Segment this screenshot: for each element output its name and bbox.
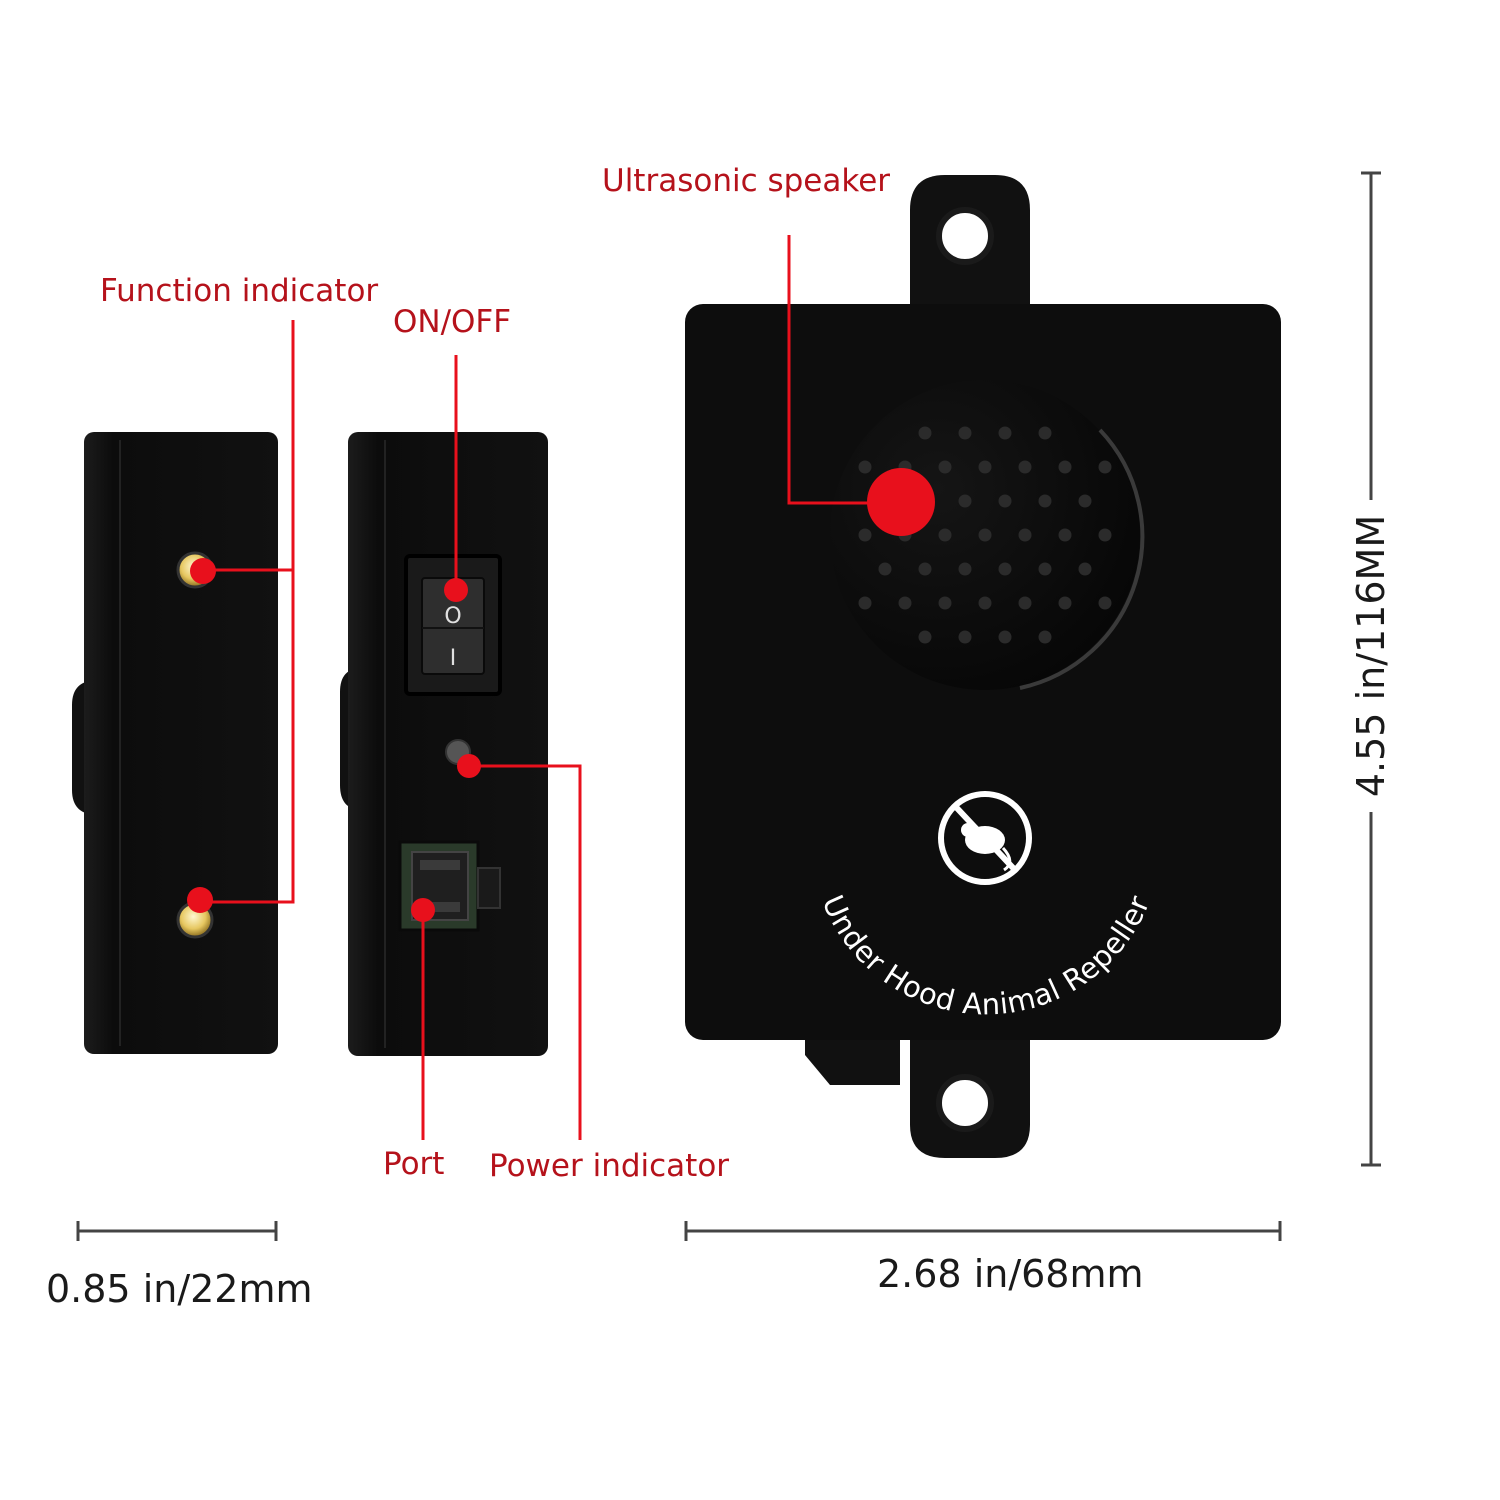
speaker-hole [1018, 460, 1032, 474]
speaker-hole [978, 596, 992, 610]
switch-on-symbol: O [444, 604, 461, 629]
label-depth: 0.85 in/22mm [46, 1267, 313, 1311]
marker-port [411, 898, 435, 922]
dimension-lines [76, 171, 1381, 1241]
power-switch[interactable] [421, 577, 485, 675]
speaker-hole [998, 562, 1012, 576]
speaker-hole [958, 562, 972, 576]
speaker-hole [1018, 596, 1032, 610]
callout-markers [187, 468, 935, 922]
speaker-hole [858, 596, 872, 610]
speaker-hole [1038, 630, 1052, 644]
speaker-hole [1078, 494, 1092, 508]
speaker-hole [998, 630, 1012, 644]
speaker-hole [938, 460, 952, 474]
speaker-hole [958, 426, 972, 440]
speaker-hole [978, 528, 992, 542]
no-mouse-logo [938, 791, 1032, 885]
marker-speaker [867, 468, 935, 536]
speaker-hole [958, 494, 972, 508]
label-width: 2.68 in/68mm [877, 1252, 1144, 1296]
speaker-hole [958, 630, 972, 644]
front-view: Under Hood Animal Repeller [685, 175, 1281, 1158]
mount-hole-top [936, 207, 994, 265]
label-port: Port [383, 1146, 445, 1182]
marker-power [457, 754, 481, 778]
speaker-hole [1078, 562, 1092, 576]
speaker-hole [1018, 528, 1032, 542]
speaker-hole [898, 596, 912, 610]
marker-switch [444, 578, 468, 602]
speaker-hole [1098, 596, 1112, 610]
speaker-hole [1038, 494, 1052, 508]
label-on-off: ON/OFF [393, 304, 512, 340]
speaker-hole [1038, 426, 1052, 440]
speaker-hole [938, 596, 952, 610]
callout-lines [200, 235, 900, 1140]
speaker-hole [1058, 596, 1072, 610]
label-function-indicator: Function indicator [100, 273, 379, 309]
speaker-hole [918, 426, 932, 440]
speaker-hole [998, 494, 1012, 508]
speaker-hole [918, 630, 932, 644]
speaker-hole [918, 562, 932, 576]
side-view-left [72, 432, 278, 1054]
speaker-hole [1098, 528, 1112, 542]
speaker-holes [858, 426, 1112, 644]
speaker-hole [1098, 460, 1112, 474]
speaker-hole [938, 528, 952, 542]
label-power-indicator: Power indicator [489, 1148, 730, 1184]
speaker-hole [858, 528, 872, 542]
speaker-hole [1038, 562, 1052, 576]
switch-off-symbol: I [450, 646, 457, 671]
speaker-hole [978, 460, 992, 474]
marker-function-top [190, 558, 216, 584]
speaker-hole [858, 460, 872, 474]
marker-function-bottom [187, 887, 213, 913]
label-ultrasonic-speaker: Ultrasonic speaker [602, 163, 891, 199]
side-view-middle [340, 432, 548, 1056]
speaker-hole [998, 426, 1012, 440]
speaker-hole [1058, 528, 1072, 542]
mount-hole-bottom [936, 1074, 994, 1132]
speaker-hole [878, 562, 892, 576]
speaker-hole [1058, 460, 1072, 474]
label-height: 4.55 in/116MM [1349, 514, 1393, 798]
side-body-left [84, 432, 278, 1054]
